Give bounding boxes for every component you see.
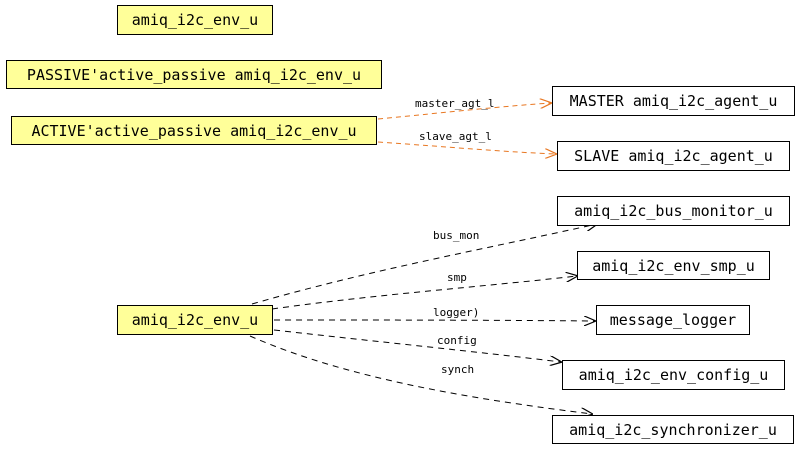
edge-config [273, 329, 561, 362]
node-env-main[interactable]: amiq_i2c_env_u [117, 305, 273, 335]
edge-bus-mon [251, 224, 597, 305]
node-env-top[interactable]: amiq_i2c_env_u [117, 5, 273, 35]
edge-synch [249, 335, 592, 414]
node-message-logger[interactable]: message_logger [596, 305, 750, 335]
edge-label-logger: logger) [433, 306, 479, 319]
edge-label-synch: synch [441, 363, 474, 376]
edge-label-bus-mon: bus_mon [433, 229, 479, 242]
node-master-agent[interactable]: MASTER amiq_i2c_agent_u [552, 86, 795, 116]
edge-logger [273, 320, 595, 321]
node-env-config[interactable]: amiq_i2c_env_config_u [562, 360, 785, 390]
node-slave-agent[interactable]: SLAVE amiq_i2c_agent_u [557, 141, 790, 171]
edge-label-slave-agt-l: slave_agt_l [419, 130, 492, 143]
edge-smp [271, 276, 577, 310]
edge-master-agt-l [377, 103, 551, 120]
edge-label-smp: smp [447, 271, 467, 284]
node-env-active[interactable]: ACTIVE'active_passive amiq_i2c_env_u [11, 116, 377, 145]
node-env-smp[interactable]: amiq_i2c_env_smp_u [577, 251, 770, 280]
node-env-passive[interactable]: PASSIVE'active_passive amiq_i2c_env_u [6, 60, 382, 89]
node-bus-monitor[interactable]: amiq_i2c_bus_monitor_u [557, 196, 790, 226]
node-synchronizer[interactable]: amiq_i2c_synchronizer_u [552, 415, 794, 444]
edge-label-master-agt-l: master_agt_l [415, 97, 494, 110]
edge-label-config: config [437, 334, 477, 347]
edge-slave-agt-l [377, 141, 556, 154]
